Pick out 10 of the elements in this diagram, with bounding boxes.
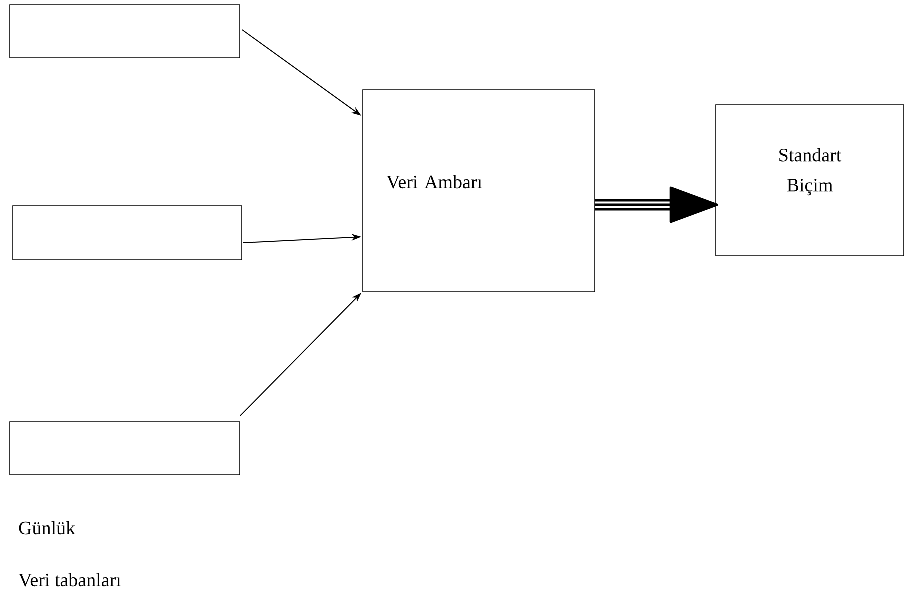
caption-text: Veri tabanları xyxy=(18,573,122,587)
caption-text: Günlük xyxy=(19,521,76,535)
box-label: Standart Biçim xyxy=(780,148,842,196)
empty-box xyxy=(10,422,240,476)
arrow xyxy=(595,186,718,224)
empty-box xyxy=(12,206,242,260)
box-label: Veri Ambarı xyxy=(386,175,482,189)
process-box xyxy=(362,90,596,292)
empty-box xyxy=(10,4,240,58)
process-box xyxy=(716,104,904,256)
